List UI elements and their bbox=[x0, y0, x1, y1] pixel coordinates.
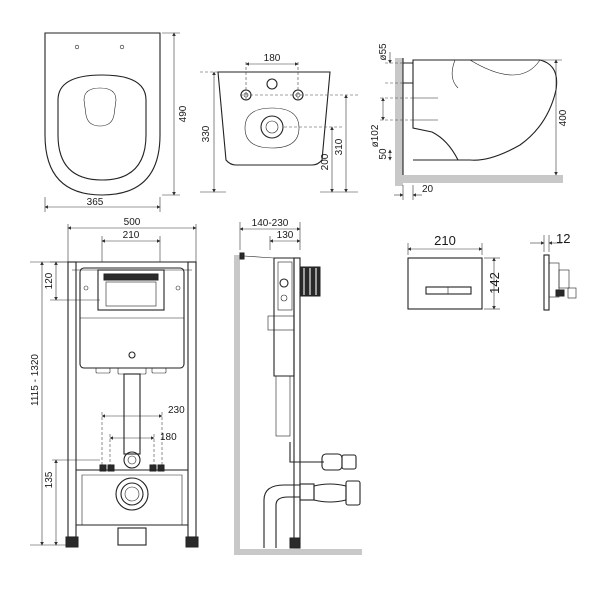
side-wall-gap-label: 20 bbox=[422, 184, 434, 195]
flush-plate-side-view: 12 bbox=[530, 231, 577, 311]
bowl-width-label: 365 bbox=[87, 197, 104, 208]
frame-height-range-label: 1115 - 1320 bbox=[30, 354, 41, 406]
frame-side-view: 140-230 130 bbox=[234, 218, 362, 555]
plate-height-label: 142 bbox=[487, 272, 502, 294]
side-depth-range-label: 140-230 bbox=[252, 218, 289, 229]
frame-width-label: 500 bbox=[124, 217, 141, 228]
bowl-depth-label: 490 bbox=[178, 105, 189, 122]
rear-height-label: 330 bbox=[201, 125, 212, 142]
frame-outlet-height-label: 135 bbox=[44, 471, 55, 488]
rear-side-height-label: 310 bbox=[334, 138, 345, 155]
side-outlet-offset-label: 50 bbox=[378, 148, 389, 160]
bowl-top-view: 490 365 bbox=[44, 32, 189, 212]
frame-bolt-inner-label: 180 bbox=[160, 432, 177, 443]
frame-bolt-outer-label: 230 bbox=[168, 405, 185, 416]
side-depth-label: 130 bbox=[277, 230, 294, 241]
rear-outlet-height-label: 200 bbox=[320, 153, 331, 170]
frame-front-view: 500 210 120 1115 - 1320 bbox=[30, 217, 199, 548]
plate-width-label: 210 bbox=[434, 233, 456, 248]
side-outlet-diameter-label: ø102 bbox=[370, 124, 381, 147]
flush-plate-view: 210 142 bbox=[407, 233, 502, 310]
rear-mount-spacing-label: 180 bbox=[264, 53, 281, 64]
frame-button-width-label: 210 bbox=[123, 230, 140, 241]
plate-thickness-label: 12 bbox=[556, 231, 570, 246]
bowl-rear-view: 180 330 200 310 bbox=[200, 53, 358, 193]
bowl-side-view: ø55 ø102 50 400 20 bbox=[370, 43, 569, 200]
side-height-label: 400 bbox=[558, 109, 569, 126]
frame-top-offset-label: 120 bbox=[44, 272, 55, 289]
side-inlet-diameter-label: ø55 bbox=[378, 43, 389, 61]
